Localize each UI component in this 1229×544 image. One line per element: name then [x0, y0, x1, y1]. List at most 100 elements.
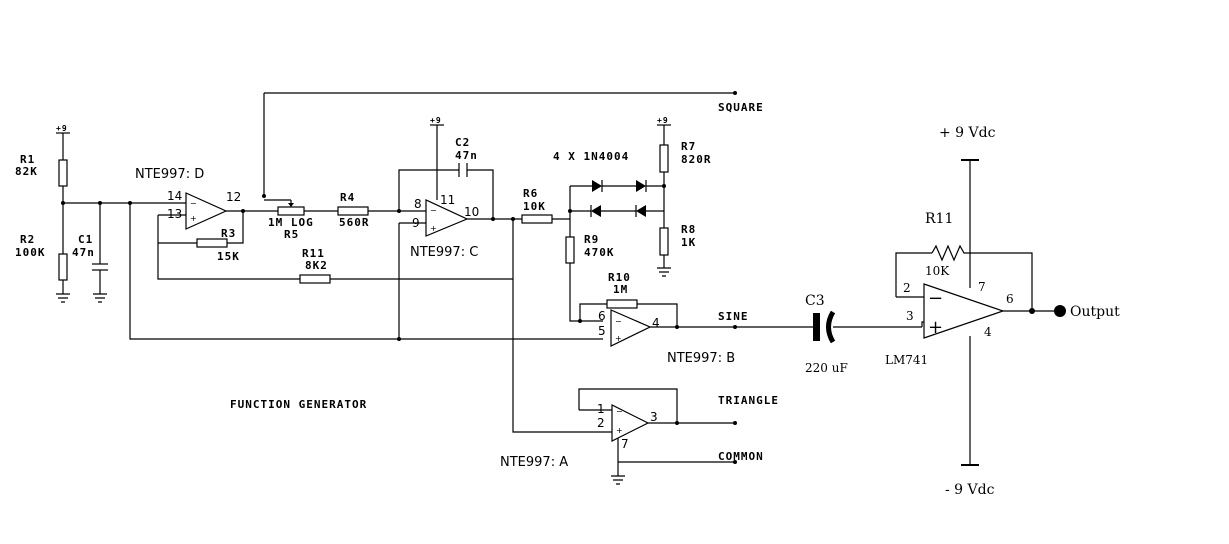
lm741-pin: 3 [906, 309, 914, 323]
r2-body [58, 253, 68, 281]
r11-body [299, 274, 331, 284]
opamp-d-pin: 14 [167, 189, 182, 203]
opamp-a-pin: 1 [597, 402, 605, 416]
r10-body [606, 299, 638, 309]
c1-ref: C1 [78, 233, 93, 246]
opamp-b-pin: 4 [652, 316, 660, 330]
pos-supply-label: + 9 Vdc [939, 125, 996, 141]
diagram-title: FUNCTION GENERATOR [230, 398, 367, 411]
opamp-a-pin: 2 [597, 416, 605, 430]
r10-ref: R10 [608, 271, 631, 284]
r8-ref: R8 [681, 223, 696, 236]
svg-text:+: + [430, 224, 437, 233]
opamp-b-pin: 6 [598, 309, 606, 323]
lm741-pin: 4 [984, 325, 992, 339]
r5-ref: R5 [284, 228, 299, 241]
c1-value: 47n [72, 246, 95, 259]
capacitors [92, 163, 836, 344]
c3-value: 220 uF [805, 361, 848, 375]
opamp-a-symbol [611, 404, 650, 442]
rail-label-c: +9 [430, 116, 442, 125]
r7-body [659, 144, 669, 173]
opamp-d-pin: 12 [226, 190, 241, 204]
opamp-c-pin: 9 [412, 216, 420, 230]
rail-label-r7: +9 [657, 116, 669, 125]
r4-ref: R4 [340, 191, 355, 204]
opamp-d-name: NTE997: D [135, 167, 204, 182]
r6-ref: R6 [523, 187, 538, 200]
svg-text:+: + [928, 317, 943, 338]
output-label: Output [1070, 304, 1120, 320]
r11b-ref: R11 [925, 211, 953, 227]
lm741-pin: 2 [903, 281, 911, 295]
r4-value: 560R [339, 216, 370, 229]
opamp-c-pin: 10 [464, 205, 479, 219]
lm741-symbol [923, 283, 1005, 339]
svg-text:−: − [190, 199, 197, 208]
common-label: COMMON [718, 450, 764, 463]
opamp-b-pin: 5 [598, 324, 606, 338]
r11b-value: 10K [925, 264, 950, 278]
r8-value: 1K [681, 236, 696, 249]
r1-body [58, 159, 68, 187]
svg-text:−: − [615, 317, 622, 326]
r2-value: 100K [15, 246, 46, 259]
opamp-b-name: NTE997: B [667, 351, 735, 366]
r6-value: 10K [523, 200, 546, 213]
sine-label: SINE [718, 310, 749, 323]
r7-ref: R7 [681, 140, 696, 153]
rail-label-r1: +9 [56, 124, 68, 133]
r3-ref: R3 [221, 227, 236, 240]
lm741-name: LM741 [885, 353, 928, 367]
neg-supply-label: - 9 Vdc [945, 482, 995, 498]
resistors [58, 144, 968, 309]
svg-text:−: − [430, 206, 437, 215]
opamp-a-pin: 7 [621, 437, 629, 451]
r3-body [196, 238, 228, 248]
diodes [590, 180, 647, 217]
c3-ref: C3 [805, 293, 825, 309]
triangle-label: TRIANGLE [718, 394, 779, 407]
r8-body [659, 227, 669, 256]
svg-text:+: + [615, 334, 622, 343]
r1-value: 82K [15, 165, 38, 178]
r11-value: 8K2 [305, 259, 328, 272]
lm741-pin: 7 [978, 280, 986, 294]
opamp-a-pin: 3 [650, 410, 658, 424]
r9-body [565, 236, 575, 264]
opamp-a-name: NTE997: A [500, 455, 568, 470]
r9-value: 470K [584, 246, 615, 259]
c2-ref: C2 [455, 136, 470, 149]
r7-value: 820R [681, 153, 712, 166]
c2-value: 47n [455, 149, 478, 162]
r10-value: 1M [613, 283, 628, 296]
opamps: − + − + − + − + − + [185, 192, 1005, 442]
svg-text:+: + [616, 426, 623, 435]
opamp-c-pin: 11 [440, 193, 455, 207]
opamp-c-pin: 8 [414, 197, 422, 211]
r2-ref: R2 [20, 233, 35, 246]
square-label: SQUARE [718, 101, 764, 114]
r1-ref: R1 [20, 153, 35, 166]
opamp-d-pin: 13 [167, 207, 182, 221]
wires [62, 92, 1060, 476]
grounds-and-rails [56, 91, 1066, 485]
r4-body [337, 206, 369, 216]
svg-text:−: − [616, 407, 623, 416]
r6-body [521, 214, 553, 224]
r11-ref: R11 [302, 247, 325, 260]
r5-body [277, 206, 305, 216]
r9-ref: R9 [584, 233, 599, 246]
r3-value: 15K [217, 250, 240, 263]
lm741-pin: 6 [1006, 292, 1014, 306]
opamp-c-symbol [425, 199, 469, 237]
opamp-b-symbol [610, 309, 652, 347]
svg-text:−: − [928, 288, 943, 309]
opamp-d-symbol [185, 192, 228, 230]
svg-text:+: + [190, 214, 197, 223]
opamp-c-name: NTE997: C [410, 245, 478, 260]
r5-value: 1M LOG [268, 216, 314, 229]
output-terminal [1054, 305, 1066, 317]
diodes-label: 4 X 1N4004 [553, 150, 629, 163]
